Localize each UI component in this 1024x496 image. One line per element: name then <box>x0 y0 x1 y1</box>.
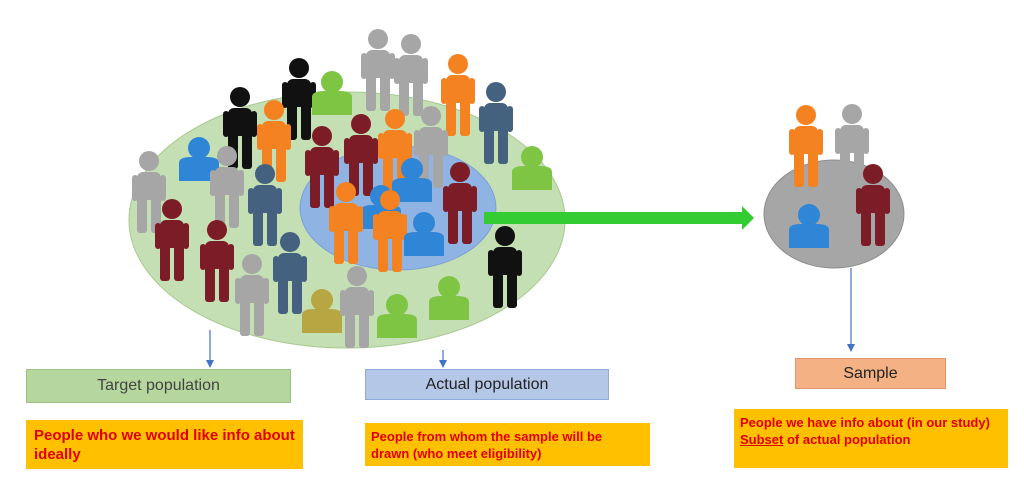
actual-population-description: People from whom the sample will be draw… <box>365 423 650 466</box>
actual-population-label: Actual population <box>365 369 609 400</box>
down-arrow-icon <box>206 268 855 368</box>
sample-description: People we have info about (in our study)… <box>734 409 1008 468</box>
sample-description-subset: Subset <box>740 432 784 447</box>
sample-label: Sample <box>795 358 946 389</box>
sample-description-line2: of actual population <box>783 432 911 447</box>
target-population-description: People who we would like info about idea… <box>26 420 303 469</box>
target-population-label: Target population <box>26 369 291 403</box>
green-arrow-icon <box>484 206 754 230</box>
sample-description-line1: People we have info about (in our study) <box>740 415 990 430</box>
